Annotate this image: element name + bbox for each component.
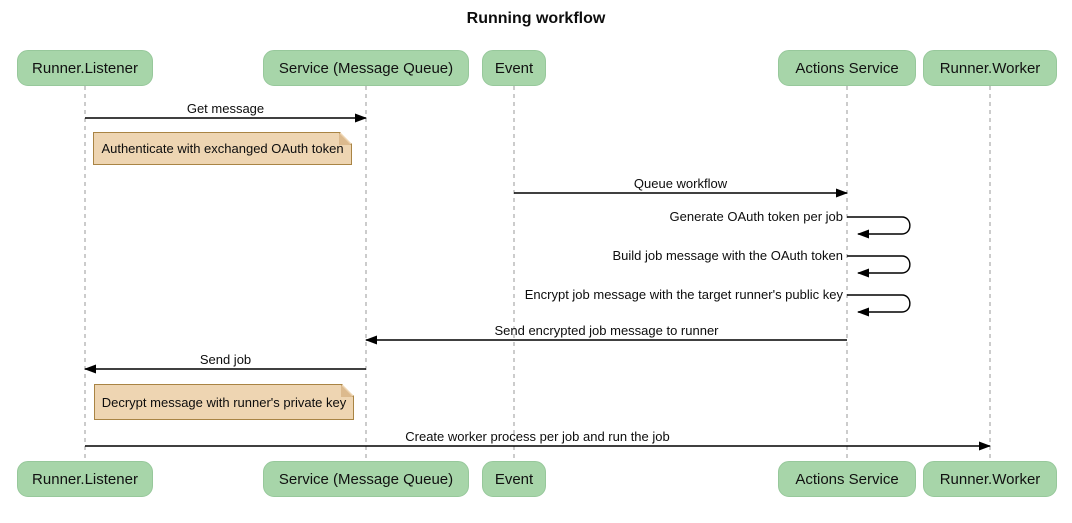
self-loop-build-job-message [847, 255, 911, 278]
message-label-queue-workflow: Queue workflow [633, 176, 728, 191]
participant-top-runner-worker: Runner.Worker [923, 50, 1057, 86]
participant-label: Event [494, 470, 534, 488]
participant-bottom-runner-worker: Runner.Worker [923, 461, 1057, 497]
diagram-title: Running workflow [466, 10, 606, 27]
participant-label: Runner.Listener [32, 59, 138, 77]
participant-bottom-event: Event [482, 461, 546, 497]
participant-top-runner-listener: Runner.Listener [17, 50, 153, 86]
participant-bottom-runner-listener: Runner.Listener [17, 461, 153, 497]
note-authenticate-oauth: Authenticate with exchanged OAuth token [93, 132, 352, 165]
note-label: Authenticate with exchanged OAuth token [101, 141, 344, 156]
self-loop-generate-oauth-token [847, 216, 911, 239]
message-label-create-worker-process: Create worker process per job and run th… [405, 429, 670, 444]
participant-label: Runner.Worker [939, 470, 1041, 488]
participant-bottom-service-message-queue: Service (Message Queue) [263, 461, 469, 497]
participant-label: Event [494, 59, 534, 77]
participant-top-service-message-queue: Service (Message Queue) [263, 50, 469, 86]
message-label-send-encrypted-job-message: Send encrypted job message to runner [494, 323, 719, 338]
message-label-encrypt-job-message: Encrypt job message with the target runn… [524, 287, 843, 302]
participant-label: Service (Message Queue) [278, 59, 454, 77]
participant-label: Service (Message Queue) [278, 470, 454, 488]
note-decrypt-private-key: Decrypt message with runner's private ke… [94, 384, 354, 420]
self-loop-encrypt-job-message [847, 294, 911, 317]
participant-label: Runner.Worker [939, 59, 1041, 77]
note-label: Decrypt message with runner's private ke… [101, 394, 347, 410]
participant-top-event: Event [482, 50, 546, 86]
message-label-generate-oauth-token: Generate OAuth token per job [669, 209, 843, 224]
message-label-get-message: Get message [186, 101, 265, 116]
participant-top-actions-service: Actions Service [778, 50, 916, 86]
participant-label: Runner.Listener [32, 470, 138, 488]
message-label-send-job: Send job [199, 352, 252, 367]
participant-label: Actions Service [795, 59, 899, 77]
participant-label: Actions Service [795, 470, 899, 488]
participant-bottom-actions-service: Actions Service [778, 461, 916, 497]
message-label-build-job-message: Build job message with the OAuth token [612, 248, 843, 263]
